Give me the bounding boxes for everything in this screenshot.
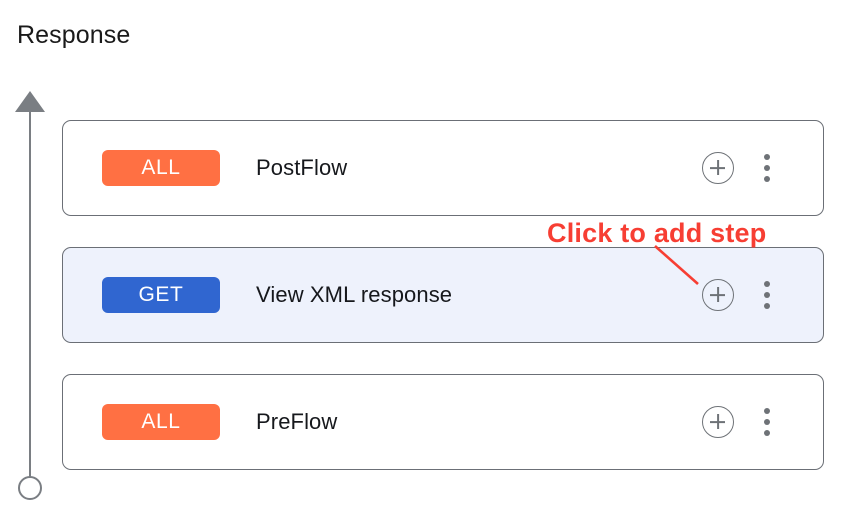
kebab-dot (764, 430, 770, 436)
kebab-dot (764, 292, 770, 298)
circle-node-icon (18, 476, 42, 500)
table-row[interactable]: ALL PostFlow (62, 120, 824, 216)
kebab-dot (764, 154, 770, 160)
page-title: Response (17, 21, 131, 49)
status-badge: ALL (102, 404, 220, 440)
arrow-up-icon (15, 91, 45, 477)
kebab-dot (764, 408, 770, 414)
table-row[interactable]: GET View XML response (62, 247, 824, 343)
plus-circle-icon[interactable] (702, 279, 734, 311)
list-item-label: View XML response (256, 282, 453, 307)
plus-circle-icon[interactable] (702, 406, 734, 438)
row-actions (702, 279, 779, 311)
status-badge: ALL (102, 150, 220, 186)
kebab-dot (764, 419, 770, 425)
list-item-label: PreFlow (256, 409, 338, 434)
kebab-dot (764, 303, 770, 309)
table-row[interactable]: ALL PreFlow (62, 374, 824, 470)
row-actions (702, 406, 779, 438)
flow-direction-axis (15, 91, 45, 500)
kebab-dot (764, 281, 770, 287)
flow-step-list: ALL PostFlow GET View XML response (62, 120, 824, 470)
status-badge: GET (102, 277, 220, 313)
kebab-menu-icon[interactable] (755, 406, 779, 438)
kebab-menu-icon[interactable] (755, 279, 779, 311)
kebab-dot (764, 165, 770, 171)
kebab-menu-icon[interactable] (755, 152, 779, 184)
kebab-dot (764, 176, 770, 182)
plus-circle-icon[interactable] (702, 152, 734, 184)
callout-label: Click to add step (547, 218, 767, 248)
list-item-label: PostFlow (256, 155, 348, 180)
row-actions (702, 152, 779, 184)
